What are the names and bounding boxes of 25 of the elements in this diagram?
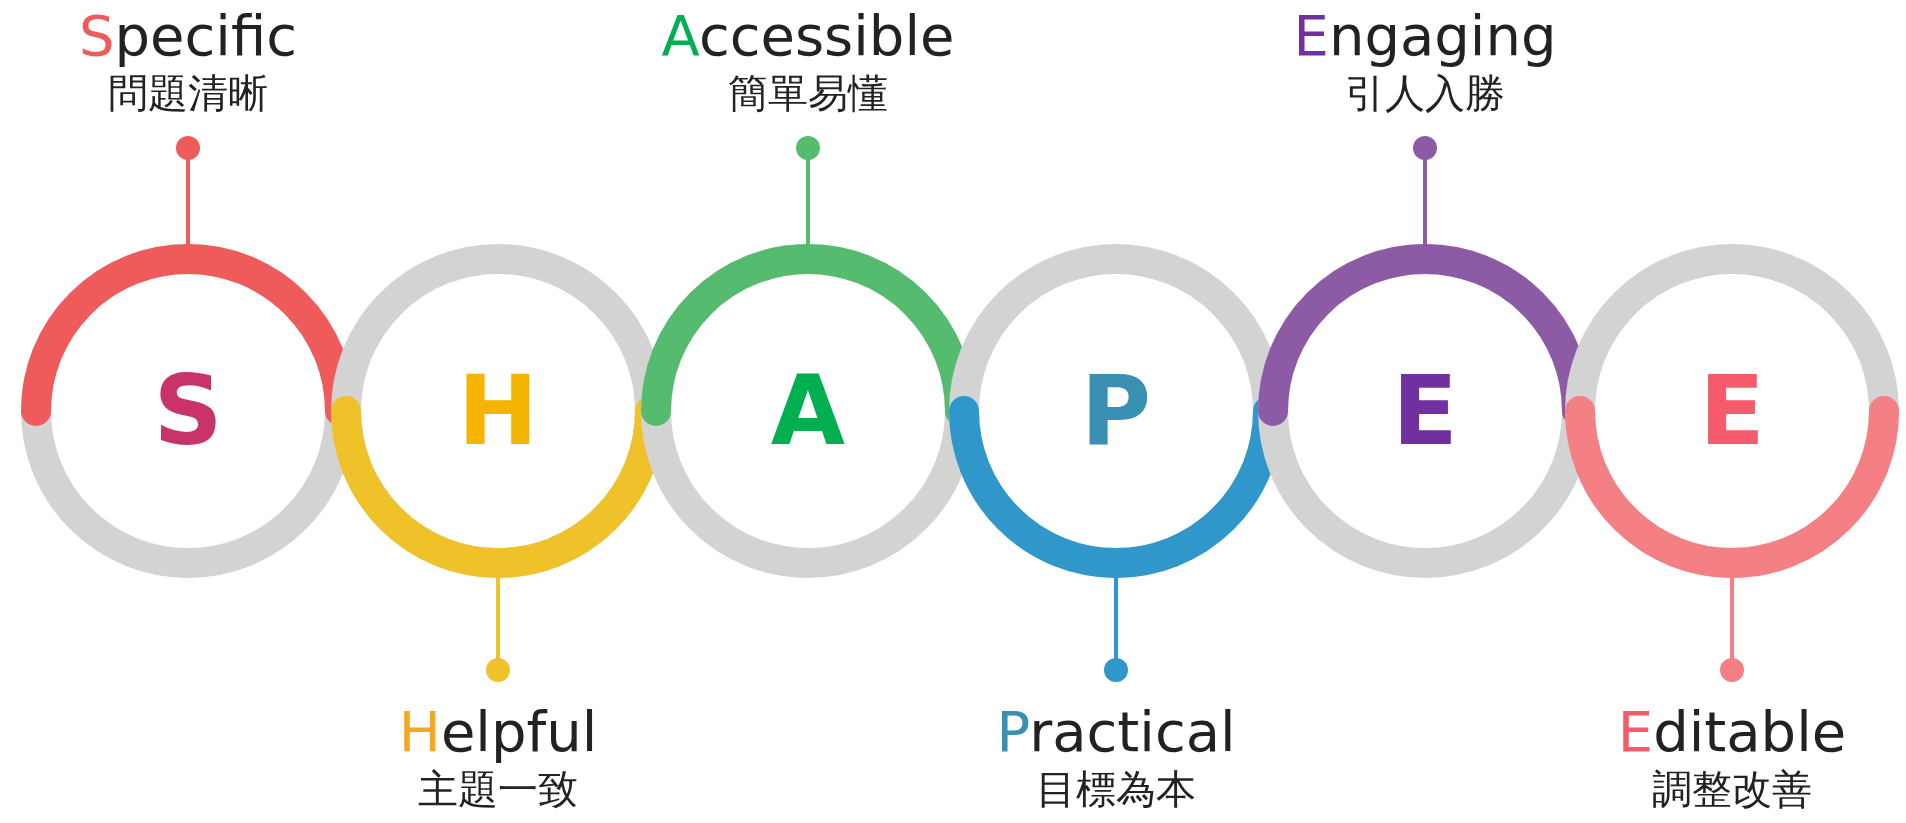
letter: E bbox=[1392, 361, 1458, 461]
letter: A bbox=[770, 361, 846, 461]
label-heading: Practical bbox=[996, 700, 1236, 764]
leader-line bbox=[1413, 136, 1437, 244]
label-subtitle: 目標為本 bbox=[1036, 765, 1196, 814]
leader-line bbox=[176, 136, 200, 244]
leader-line bbox=[1104, 578, 1128, 682]
label-heading: Helpful bbox=[398, 700, 598, 764]
letter-ring bbox=[1565, 244, 1899, 578]
label-subtitle: 問題清晰 bbox=[108, 69, 268, 118]
label-subtitle: 簡單易懂 bbox=[728, 69, 888, 118]
label-subtitle: 調整改善 bbox=[1652, 765, 1812, 814]
leader-line bbox=[796, 136, 820, 244]
label-heading: Accessible bbox=[661, 4, 955, 68]
label-subtitle: 引人入勝 bbox=[1345, 69, 1505, 118]
letter: P bbox=[1080, 361, 1152, 461]
label-heading: Editable bbox=[1617, 700, 1847, 764]
letter: H bbox=[457, 361, 539, 461]
leader-line bbox=[486, 578, 510, 682]
leader-line bbox=[1720, 578, 1744, 682]
letter: S bbox=[153, 361, 223, 461]
label-heading: Specific bbox=[79, 4, 297, 68]
label-subtitle: 主題一致 bbox=[418, 765, 578, 814]
letter: E bbox=[1699, 361, 1765, 461]
label-heading: Engaging bbox=[1293, 4, 1557, 68]
